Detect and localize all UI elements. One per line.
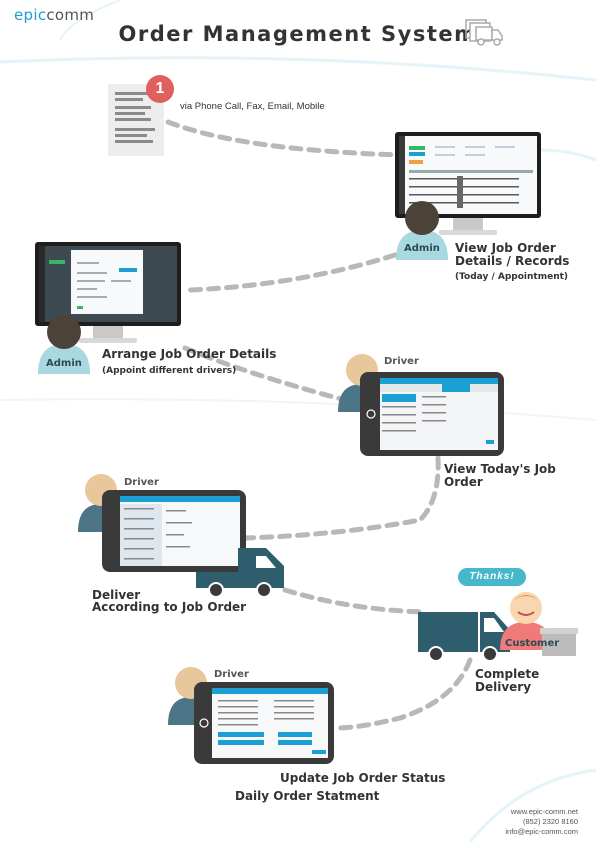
driver-role-label: Driver (124, 477, 159, 488)
order-channels-text: via Phone Call, Fax, Email, Mobile (180, 101, 325, 112)
step-number-badge: 1 (146, 75, 174, 103)
customer-role-label: Customer (505, 638, 560, 649)
step-view-todays-order-title: View Today's Job Order (444, 462, 556, 489)
logo-text-part1: epic (14, 6, 47, 24)
step-complete-delivery-title: Complete Delivery (475, 667, 540, 694)
step-arrange-job-order-title: Arrange Job Order Details (102, 347, 277, 361)
driver-role-label: Driver (384, 356, 419, 367)
admin-avatar (38, 315, 90, 374)
driver-role-label: Driver (214, 669, 249, 680)
delivery-truck-icon (465, 19, 503, 46)
step-arrange-job-order-note: (Appoint different drivers) (102, 366, 237, 376)
admin-avatar (396, 201, 448, 260)
delivery-truck-icon (418, 612, 510, 662)
logo-text-part2: comm (46, 6, 95, 24)
epic-comm-logo: epiccomm (14, 6, 94, 24)
customer-avatar (500, 592, 578, 656)
driver-tablet-delivery-details (102, 490, 246, 572)
email-link[interactable]: info@epic-comm.com (505, 827, 578, 836)
step-update-status-title: Update Job Order Status (280, 771, 446, 785)
admin-role-label: Admin (46, 358, 82, 369)
admin-monitor-arrange-form (35, 242, 181, 343)
delivery-truck-icon (196, 548, 284, 598)
thanks-speech-bubble: Thanks! (458, 568, 526, 586)
phone-number: (852) 2320 8160 (522, 817, 578, 826)
driver-tablet-status-update (194, 682, 334, 764)
admin-role-label: Admin (404, 243, 440, 254)
step-view-job-order-title: View Job Order (455, 241, 556, 255)
website-link[interactable]: www.epic-comm.net (510, 807, 578, 816)
step-deliver-title: Deliver (92, 588, 141, 602)
driver-tablet-todays-orders (360, 372, 504, 456)
step-daily-statement-title: Daily Order Statment (235, 789, 380, 803)
step-view-job-order-subtitle: Details / Records (455, 254, 570, 268)
step-deliver-subtitle: According to Job Order (92, 600, 247, 614)
workflow-dashed-path (165, 119, 473, 731)
page-title: Order Management System (118, 22, 478, 46)
step-view-job-order-note: (Today / Appointment) (455, 272, 569, 282)
contact-info: www.epic-comm.net (852) 2320 8160 info@e… (505, 807, 578, 837)
